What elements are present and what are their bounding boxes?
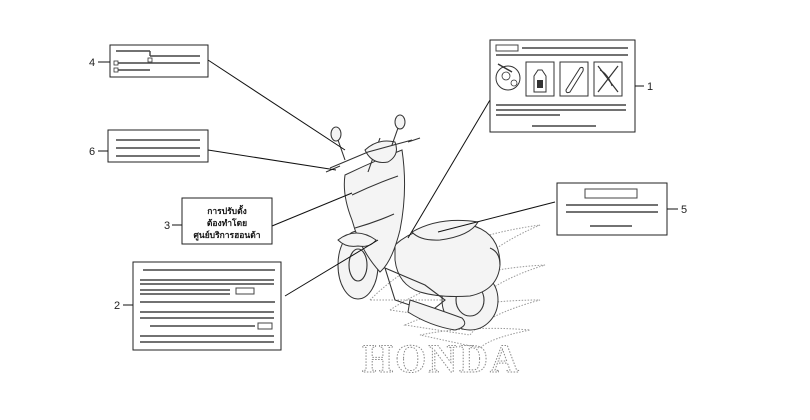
callout-1: 1 [635, 81, 653, 93]
honda-watermark-text: HONDA [362, 336, 521, 381]
svg-text:3: 3 [164, 220, 170, 232]
label-3-line-3: ศูนย์บริการฮอนด้า [193, 230, 260, 241]
label-5 [556, 182, 668, 236]
label-3-line-1: การปรับตั้ง [207, 204, 247, 217]
prohibited-icon [593, 61, 623, 97]
label-6 [107, 129, 209, 163]
label-3: การปรับตั้ง ต้องทำโดย ศูนย์บริการฮอนด้า [181, 197, 273, 245]
oil-bottle-icon [525, 61, 555, 97]
callout-4: 4 [89, 57, 110, 69]
label-2 [132, 261, 282, 351]
label-1 [489, 39, 636, 133]
label-4 [109, 44, 209, 78]
callout-2: 2 [114, 300, 133, 312]
svg-text:2: 2 [114, 300, 120, 312]
leader-lines [207, 59, 556, 297]
callout-5: 5 [667, 204, 687, 216]
label-3-line-2: ต้องทำโดย [207, 218, 247, 229]
callout-3: 3 [164, 220, 182, 232]
svg-text:1: 1 [647, 81, 653, 93]
helmet-rider-icon [495, 63, 521, 91]
svg-text:5: 5 [681, 204, 687, 216]
svg-text:6: 6 [89, 146, 95, 158]
svg-text:4: 4 [89, 57, 95, 69]
tool-icon [559, 61, 589, 97]
callout-6: 6 [89, 146, 108, 158]
